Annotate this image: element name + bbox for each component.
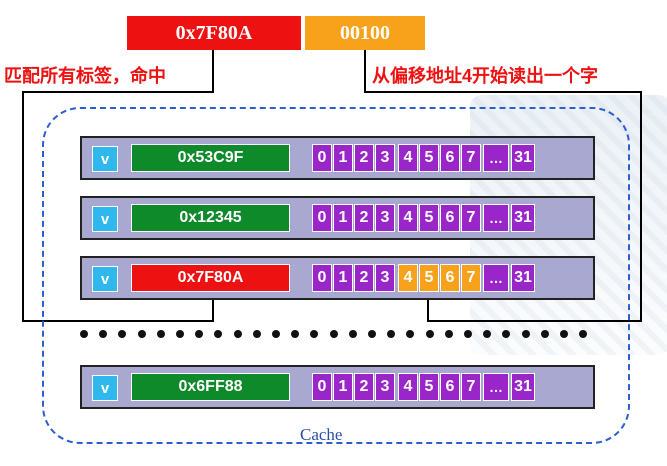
- ellipsis-dot: [368, 330, 376, 338]
- ellipsis-dot: [138, 330, 146, 338]
- byte-cell: 7: [461, 144, 481, 172]
- ellipsis-dot: [253, 330, 261, 338]
- byte-cell: 6: [440, 204, 460, 232]
- address-offset-field: 00100: [305, 16, 425, 50]
- tag-wire-left: [22, 91, 24, 322]
- ellipsis-dot: [195, 330, 203, 338]
- byte-cell: 31: [511, 204, 535, 232]
- byte-cell: 31: [511, 144, 535, 172]
- offset-wire-top: [364, 91, 642, 93]
- ellipsis-dot: [310, 330, 318, 338]
- ellipsis-dot: [541, 330, 549, 338]
- line-tag: 0x7F80A: [131, 264, 290, 292]
- byte-cell: 5: [419, 204, 439, 232]
- byte-cell: 4: [398, 144, 418, 172]
- byte-cell: 6: [440, 373, 460, 401]
- byte-cell: 1: [333, 264, 353, 292]
- ellipsis-dot: [118, 330, 126, 338]
- offset-wire-right: [640, 91, 642, 322]
- ellipsis-dot: [349, 330, 357, 338]
- byte-cell: 3: [375, 204, 395, 232]
- tag-wire-vertical: [212, 50, 214, 92]
- byte-cell: 2: [354, 144, 374, 172]
- ellipsis-dot: [406, 330, 414, 338]
- ellipsis-dot: [579, 330, 587, 338]
- valid-bit: v: [92, 375, 118, 401]
- byte-cell: 2: [354, 264, 374, 292]
- byte-cell: 7: [461, 204, 481, 232]
- byte-cell: 1: [333, 373, 353, 401]
- byte-cell: 4: [398, 264, 418, 292]
- byte-cell: 31: [511, 264, 535, 292]
- byte-cell: 7: [461, 373, 481, 401]
- tag-wire-up: [212, 298, 214, 322]
- byte-cell: 3: [375, 144, 395, 172]
- ellipsis-dot: [291, 330, 299, 338]
- byte-cell: 3: [375, 264, 395, 292]
- byte-cell: 2: [354, 204, 374, 232]
- line-tag: 0x12345: [131, 204, 290, 232]
- line-tag: 0x53C9F: [131, 144, 290, 172]
- byte-cell: 4: [398, 373, 418, 401]
- tag-wire-bottom: [22, 320, 214, 322]
- byte-ellipsis: …: [483, 264, 509, 292]
- valid-bit: v: [92, 266, 118, 292]
- byte-cell: 6: [440, 144, 460, 172]
- ellipsis-dot: [502, 330, 510, 338]
- ellipsis-dot: [483, 330, 491, 338]
- byte-cell: 5: [419, 144, 439, 172]
- byte-cell: 0: [312, 264, 332, 292]
- ellipsis-dot: [445, 330, 453, 338]
- ellipsis-dot: [157, 330, 165, 338]
- byte-cell: 31: [511, 373, 535, 401]
- byte-ellipsis: …: [483, 373, 509, 401]
- byte-cell: 1: [333, 144, 353, 172]
- tag-match-label: 匹配所有标签，命中: [4, 66, 166, 86]
- tag-wire-top: [22, 91, 214, 93]
- read-offset-label: 从偏移地址4开始读出一个字: [372, 66, 599, 86]
- ellipsis-dot: [176, 330, 184, 338]
- address-tag-field: 0x7F80A: [127, 16, 301, 50]
- cache-boundary: [42, 107, 630, 444]
- byte-cell: 1: [333, 204, 353, 232]
- byte-cell: 3: [375, 373, 395, 401]
- line-tag: 0x6FF88: [131, 373, 290, 401]
- ellipsis-dot: [464, 330, 472, 338]
- offset-wire-vertical: [364, 50, 366, 92]
- valid-bit: v: [92, 206, 118, 232]
- ellipsis-dot: [80, 330, 88, 338]
- byte-cell: 7: [461, 264, 481, 292]
- byte-cell: 2: [354, 373, 374, 401]
- offset-wire-bottom: [427, 320, 642, 322]
- ellipsis-dot: [330, 330, 338, 338]
- byte-cell: 0: [312, 373, 332, 401]
- byte-cell: 5: [419, 373, 439, 401]
- ellipsis-dot: [214, 330, 222, 338]
- byte-cell: 5: [419, 264, 439, 292]
- ellipsis-dot: [234, 330, 242, 338]
- ellipsis-dot: [387, 330, 395, 338]
- byte-ellipsis: …: [483, 144, 509, 172]
- ellipsis-dot: [560, 330, 568, 338]
- ellipsis-dot: [272, 330, 280, 338]
- byte-cell: 0: [312, 204, 332, 232]
- byte-cell: 6: [440, 264, 460, 292]
- ellipsis-dot: [426, 330, 434, 338]
- byte-cell: 0: [312, 144, 332, 172]
- ellipsis-dot: [522, 330, 530, 338]
- byte-cell: 4: [398, 204, 418, 232]
- ellipsis-dot: [99, 330, 107, 338]
- cache-label: Cache: [300, 425, 343, 444]
- valid-bit: v: [92, 146, 118, 172]
- byte-ellipsis: …: [483, 204, 509, 232]
- offset-wire-up: [427, 298, 429, 322]
